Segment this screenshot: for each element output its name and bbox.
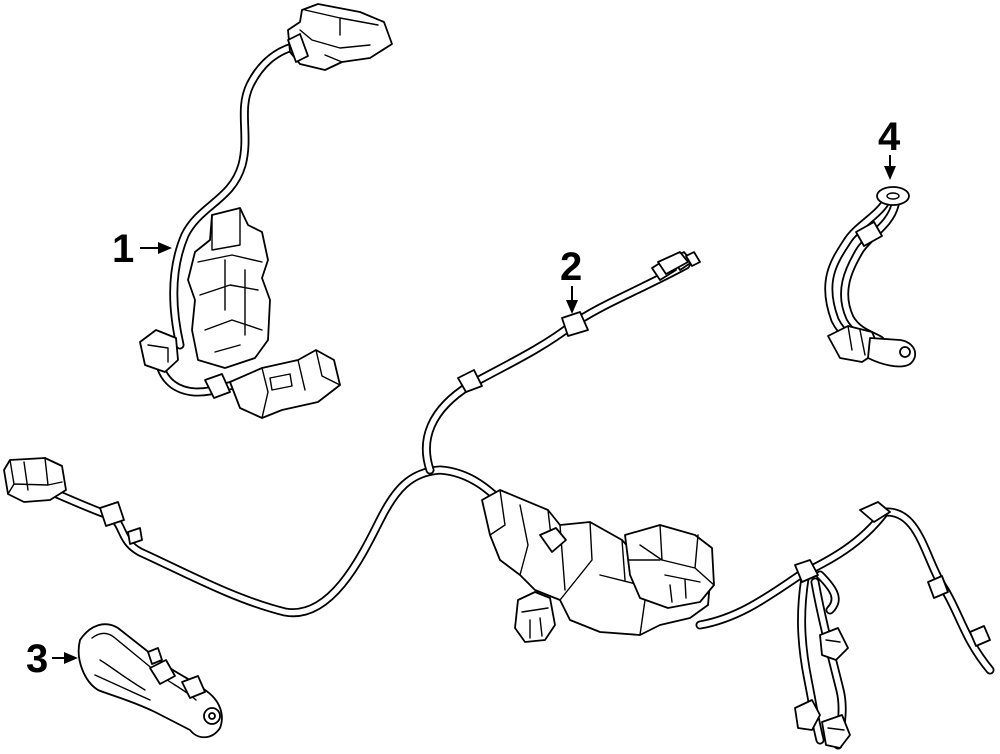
callout-3-label: 3	[26, 637, 48, 681]
part-2-harness: 2	[3, 245, 995, 750]
part-1-harness: 1	[112, 3, 393, 419]
callout-4-label: 4	[878, 115, 901, 159]
callout-1-label: 1	[112, 227, 134, 271]
callout-1-arrowhead	[158, 242, 172, 254]
part-4-ground-cable: 4	[824, 115, 917, 368]
callout-2-arrowhead	[566, 300, 578, 314]
callout-4-arrowhead	[884, 166, 896, 180]
part-3-cable: 3	[26, 623, 223, 739]
callout-2-label: 2	[560, 245, 582, 289]
callout-3-arrowhead	[64, 652, 78, 664]
